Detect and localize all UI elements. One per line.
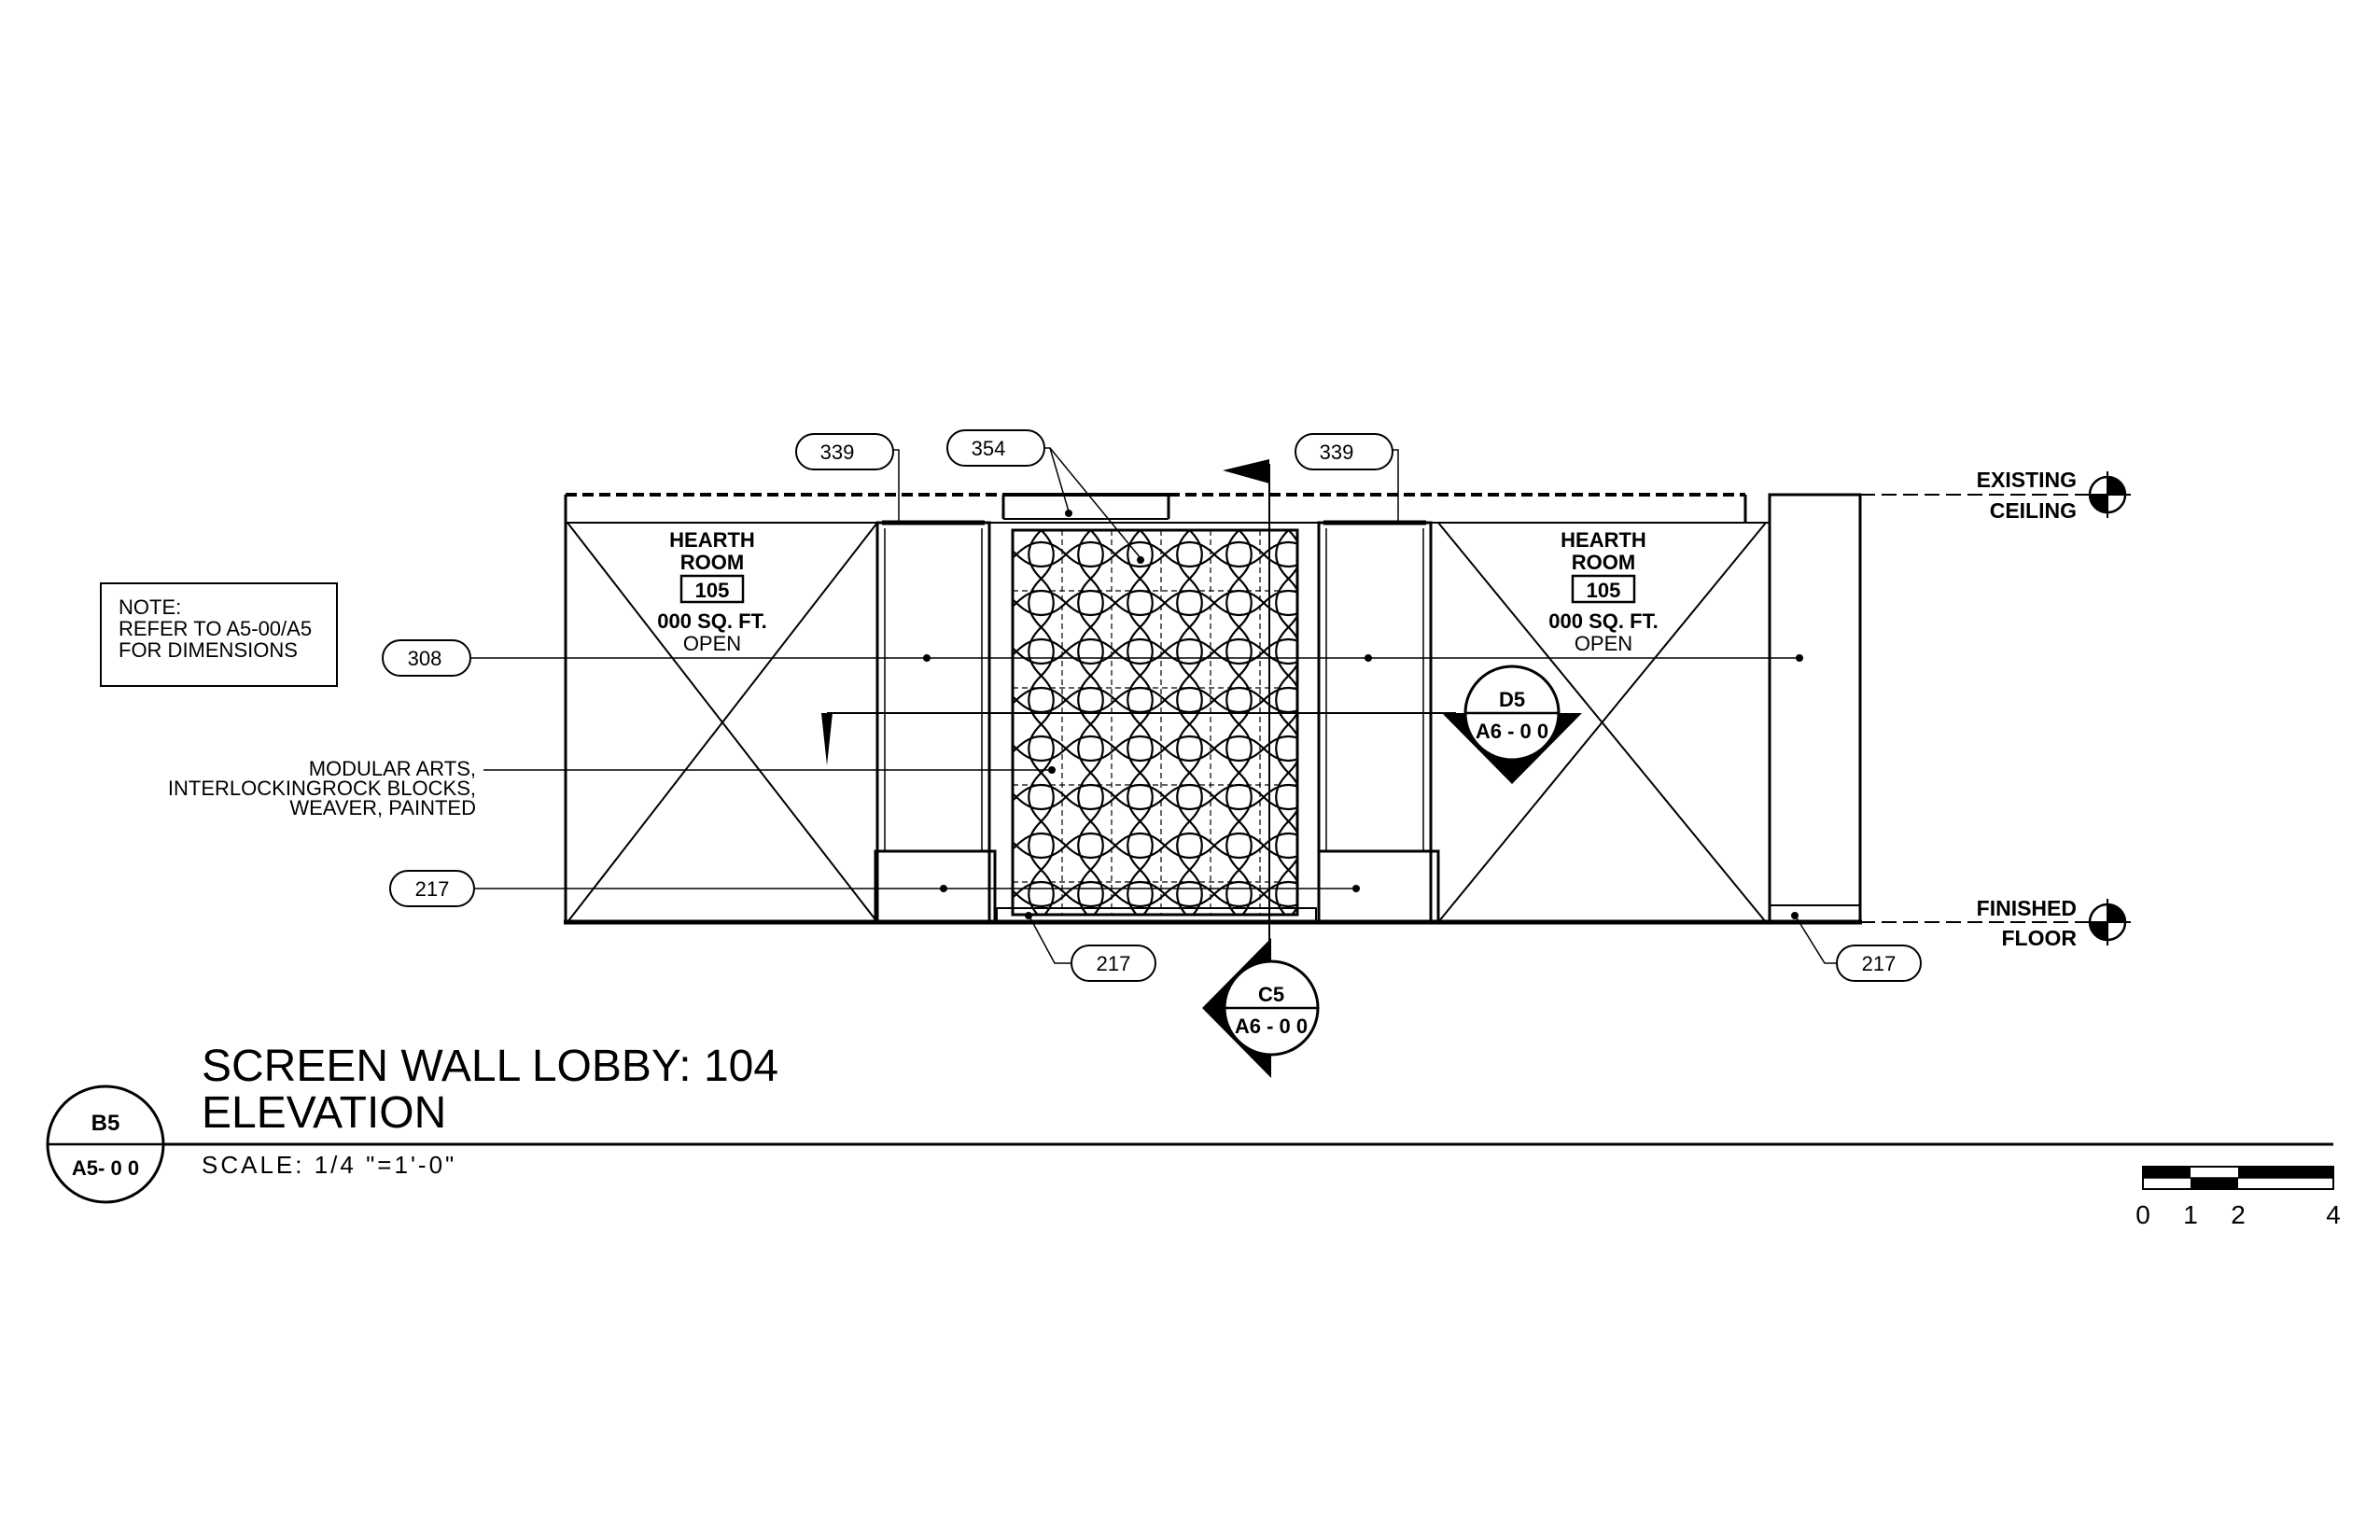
ceiling-label-line2: CEILING <box>1990 498 2077 523</box>
svg-text:354: 354 <box>972 437 1006 460</box>
note-line-2: REFER TO A5-00/A5 <box>119 617 312 640</box>
scale-label-4: 4 <box>2326 1200 2341 1229</box>
drawing-title-line1: SCREEN WALL LOBBY: 104 <box>202 1042 778 1091</box>
section-id: D5 <box>1499 688 1525 711</box>
keynote-tag-339-right: 339 <box>1295 433 1399 523</box>
svg-text:308: 308 <box>408 647 442 670</box>
keynote-tag-354: 354 <box>946 429 1144 564</box>
material-note-line2: INTERLOCKINGROCK BLOCKS, <box>168 777 476 800</box>
keynote-tag-339-left: 339 <box>795 433 900 523</box>
floor-label-line2: FLOOR <box>2002 926 2078 950</box>
section-id: C5 <box>1258 983 1284 1006</box>
section-cut-line-horizontal <box>821 712 1456 765</box>
section-marker-d5: D5 A6 - 0 0 <box>1442 665 1582 784</box>
svg-text:339: 339 <box>1320 441 1354 464</box>
drawing-scale: SCALE: 1/4 "=1'-0" <box>202 1151 456 1179</box>
room-area: 000 SQ. FT. <box>657 609 766 633</box>
drawing-title-block: SCREEN WALL LOBBY: 104 ELEVATION SCALE: … <box>46 1042 2333 1204</box>
screen-wall-elevation <box>564 493 1862 925</box>
scale-label-1: 1 <box>2183 1200 2198 1229</box>
view-id: B5 <box>91 1111 120 1136</box>
room-name-line1: HEARTH <box>669 528 755 552</box>
section-marker-c5: C5 A6 - 0 0 <box>1202 938 1320 1078</box>
section-arrow-icon <box>821 713 833 765</box>
section-sheet: A6 - 0 0 <box>1476 720 1548 743</box>
svg-text:217: 217 <box>1097 952 1131 975</box>
room-area: 000 SQ. FT. <box>1548 609 1658 633</box>
room-name-line2: ROOM <box>680 551 744 574</box>
keynote-tag-217-left: 217 <box>389 870 1360 907</box>
note-box: NOTE: REFER TO A5-00/A5 FOR DIMENSIONS <box>100 582 338 687</box>
note-line-1: NOTE: <box>119 595 181 619</box>
drawing-title-line2: ELEVATION <box>202 1088 446 1138</box>
section-cut-line-vertical <box>1223 459 1270 985</box>
section-flag-icon <box>1223 459 1269 483</box>
room-tag-left: HEARTH ROOM 105 000 SQ. FT. OPEN <box>657 528 766 655</box>
graphic-scale-bar: 0 1 2 4 <box>2135 1166 2341 1229</box>
scale-label-2: 2 <box>2231 1200 2246 1229</box>
material-note-line3: WEAVER, PAINTED <box>289 796 476 819</box>
material-note: MODULAR ARTS, INTERLOCKINGROCK BLOCKS, W… <box>168 757 1056 819</box>
svg-text:217: 217 <box>415 877 450 901</box>
level-marker-floor: FINISHED FLOOR <box>1977 896 2131 950</box>
ceiling-label-line1: EXISTING <box>1977 468 2077 492</box>
room-status: OPEN <box>683 632 741 655</box>
room-number: 105 <box>1587 579 1621 602</box>
room-status: OPEN <box>1575 632 1632 655</box>
keynote-tag-217-bottom: 217 <box>1025 912 1156 982</box>
floor-label-line1: FINISHED <box>1977 896 2077 920</box>
level-marker-ceiling: EXISTING CEILING <box>1977 468 2131 523</box>
room-tag-right: HEARTH ROOM 105 000 SQ. FT. OPEN <box>1548 528 1658 655</box>
room-name-line1: HEARTH <box>1561 528 1646 552</box>
svg-text:217: 217 <box>1862 952 1897 975</box>
room-name-line2: ROOM <box>1572 551 1635 574</box>
svg-text:339: 339 <box>820 441 855 464</box>
level-extension-lines <box>1860 494 2107 923</box>
view-sheet: A5- 0 0 <box>72 1156 139 1180</box>
keynote-tag-308: 308 <box>382 639 1803 677</box>
scale-label-0: 0 <box>2135 1200 2150 1229</box>
room-number: 105 <box>695 579 730 602</box>
note-line-3: FOR DIMENSIONS <box>119 638 298 662</box>
keynote-tag-217-right: 217 <box>1791 912 1922 982</box>
interlocking-block-pattern <box>1013 530 1297 915</box>
section-sheet: A6 - 0 0 <box>1235 1015 1308 1038</box>
material-note-line1: MODULAR ARTS, <box>309 757 476 780</box>
